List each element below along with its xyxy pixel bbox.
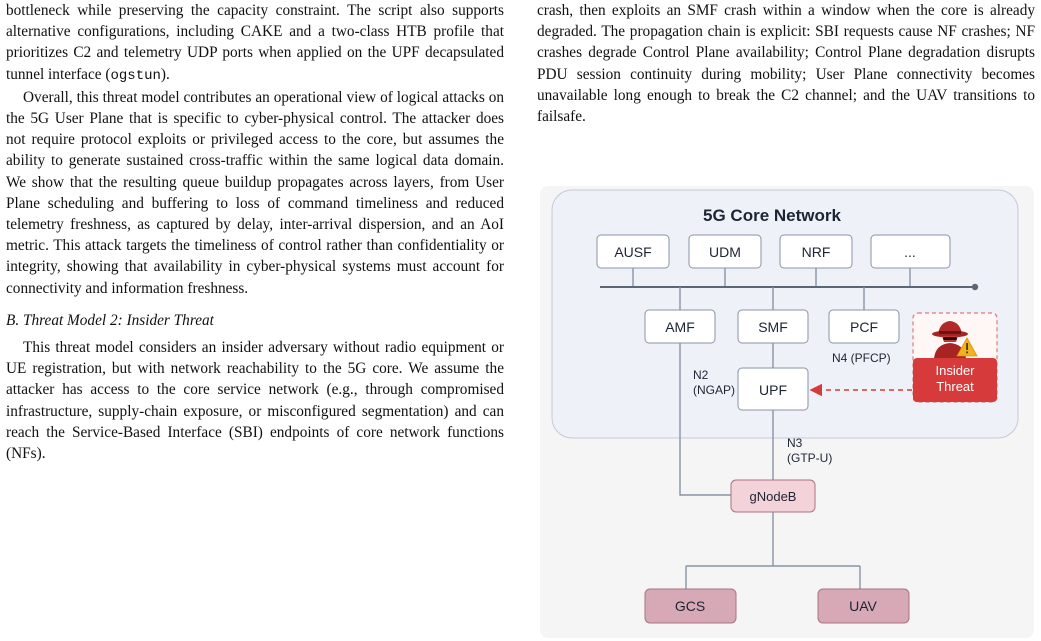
nf-label-smf: SMF	[758, 319, 788, 335]
left-paragraph-3: This threat model considers an insider a…	[6, 339, 504, 463]
left-paragraph-2: Overall, this threat model contributes a…	[6, 88, 504, 297]
nf-box-pcf	[828, 309, 900, 344]
label-n4: N4 (PFCP)	[832, 351, 891, 365]
inline-code-ogstun: ogstun	[110, 67, 161, 84]
insider-threat-label: Insider	[935, 363, 975, 378]
insider-threat-box	[913, 358, 997, 402]
insider-threat-label-2: Threat	[936, 379, 974, 394]
warning-icon	[956, 337, 978, 357]
uav-box	[817, 588, 910, 624]
sbi-bus-endpoint	[971, 283, 979, 291]
section-heading: B. Threat Model 2: Insider Threat	[6, 311, 214, 329]
label-n2: N2	[693, 368, 709, 382]
figure-svg: 5G Core Network AUSF UDM NRF ... AMF SMF…	[540, 186, 1034, 638]
left-column: bottleneck while preserving the capacity…	[6, 0, 504, 464]
right-paragraph-1: crash, then exploits an SMF crash within…	[537, 2, 1035, 126]
nf-label-ausf: AUSF	[614, 244, 651, 260]
label-n2-protocol: (NGAP)	[693, 383, 735, 397]
hacker-icon	[932, 321, 968, 358]
uav-label: UAV	[849, 598, 877, 614]
core-network-title: 5G Core Network	[703, 206, 841, 225]
right-column: crash, then exploits an SMF crash within…	[537, 0, 1035, 127]
nf-label-pcf: PCF	[850, 319, 878, 335]
gnodeb-label: gNodeB	[750, 489, 797, 504]
nf-label-amf: AMF	[665, 319, 695, 335]
connector-n2	[679, 343, 738, 496]
nf-label-udm: UDM	[709, 244, 741, 260]
label-n3: N3	[787, 436, 803, 450]
nf-label-nrf: NRF	[802, 244, 831, 260]
left-paragraph-1: bottleneck while preserving the capacity…	[6, 2, 504, 84]
gcs-box	[644, 588, 737, 624]
nf-label-upf: UPF	[759, 382, 787, 398]
label-n3-protocol: (GTP-U)	[787, 451, 832, 465]
nf-label-more: ...	[904, 244, 916, 260]
figure-5g-core: 5G Core Network AUSF UDM NRF ... AMF SMF…	[540, 186, 1034, 638]
gcs-label: GCS	[675, 598, 705, 614]
